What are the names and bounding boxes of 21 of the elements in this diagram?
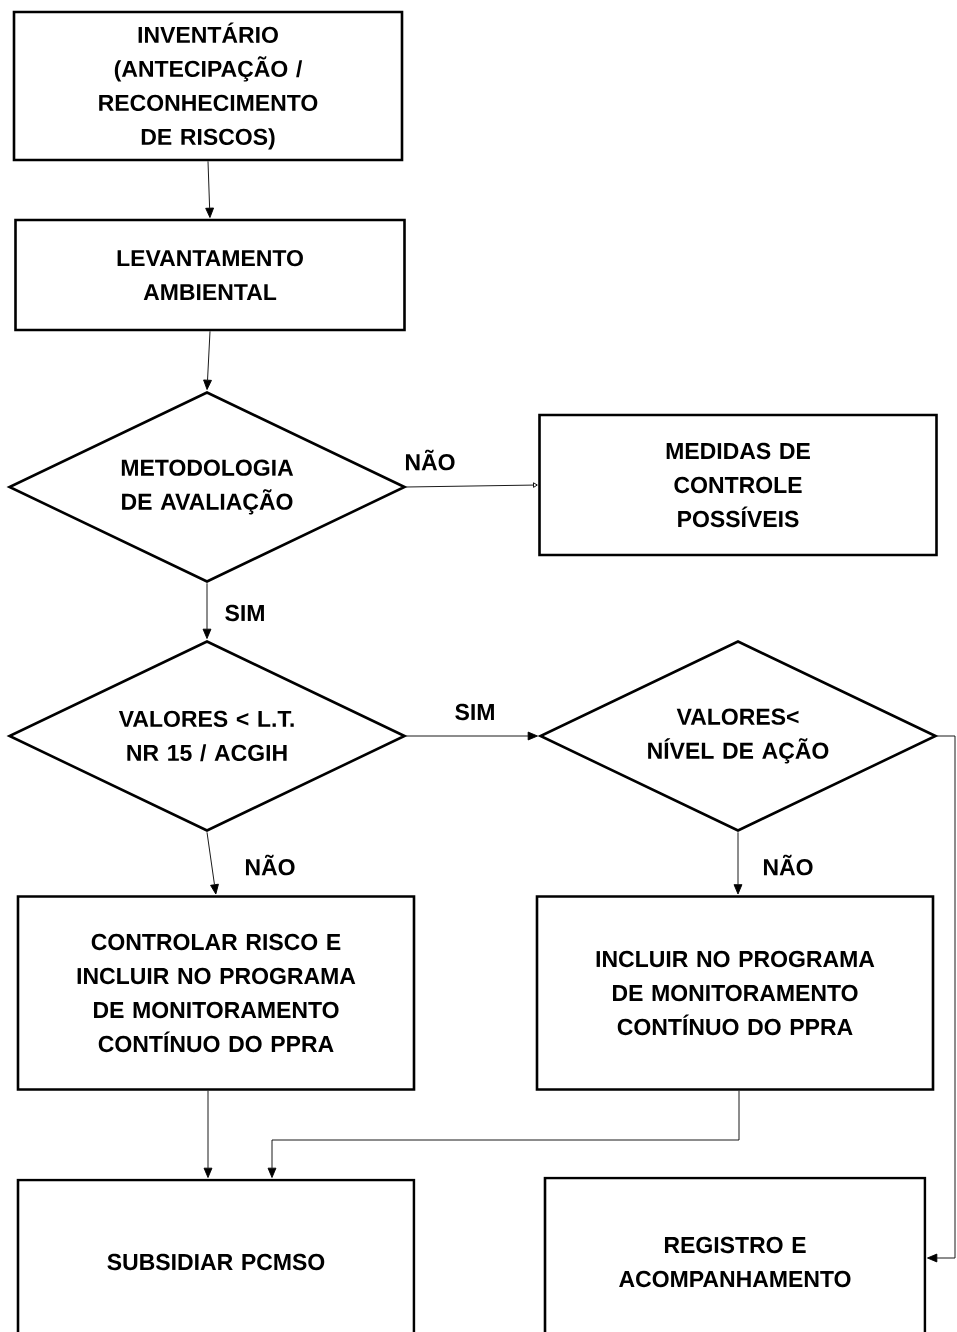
process-box: CONTROLAR RISCO E INCLUIR NO PROGRAMA DE MONITORAMENTO CONTÍNUO DO PPRA xyxy=(16,895,416,1091)
arrow xyxy=(203,330,212,390)
process-box: INCLUIR NO PROGRAMA DE MONITORAMENTO CONTÍNUO DO PPRA xyxy=(535,895,935,1091)
arrow xyxy=(927,735,956,1263)
edge-label: NÃO xyxy=(760,852,816,878)
edge-label: SIM xyxy=(452,701,498,723)
arrow xyxy=(202,582,212,639)
process-box: SUBSIDIAR PCMSO xyxy=(16,1178,416,1332)
arrow xyxy=(733,831,743,895)
arrow xyxy=(405,482,538,488)
edge-label: NÃO xyxy=(242,852,298,878)
process-box: REGISTRO E ACOMPANHAMENTO xyxy=(543,1176,927,1332)
arrow xyxy=(267,1090,740,1178)
process-box: LEVANTAMENTO AMBIENTAL xyxy=(14,218,406,332)
edge-label: SIM xyxy=(222,602,268,624)
arrow xyxy=(203,1090,213,1178)
process-box: INVENTÁRIO (ANTECIPAÇÃO / RECONHECIMENTO DE RISCOS) xyxy=(12,10,404,162)
arrow xyxy=(205,160,214,218)
arrow xyxy=(206,831,219,895)
process-box: MEDIDAS DE CONTROLE POSSÍVEIS xyxy=(538,413,938,557)
arrow xyxy=(405,731,538,741)
